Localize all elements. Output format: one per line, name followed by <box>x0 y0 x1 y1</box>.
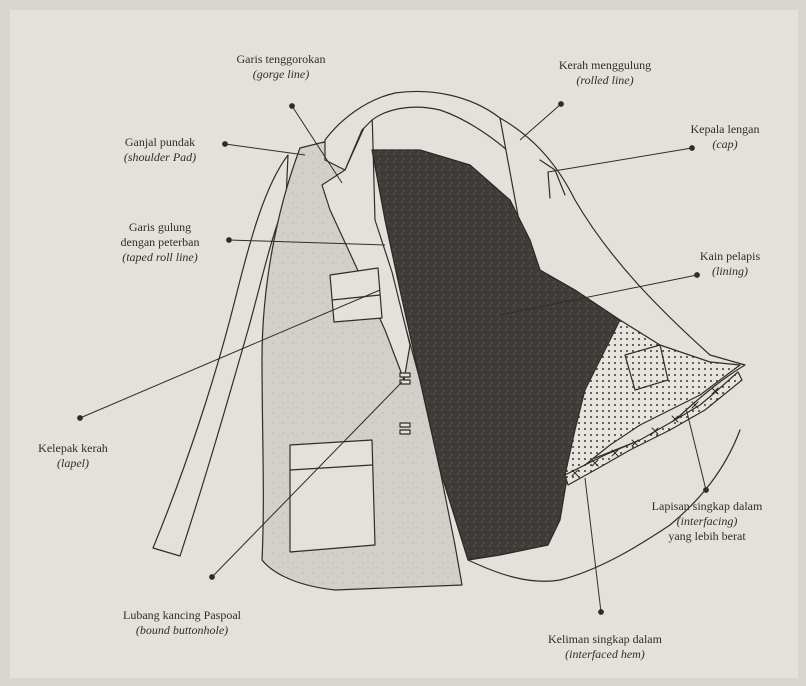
leader-rolled <box>520 104 561 140</box>
label-lining-1: Kain pelapis <box>680 249 780 264</box>
label-rolled-line-2: (rolled line) <box>545 73 665 88</box>
label-interfaced-hem-2: (interfaced hem) <box>530 647 680 662</box>
label-cap-1: Kepala lengan <box>670 122 780 137</box>
label-cap-2: (cap) <box>670 137 780 152</box>
label-interfaced-hem: Keliman singkap dalam (interfaced hem) <box>530 632 680 662</box>
label-cap: Kepala lengan (cap) <box>670 122 780 152</box>
label-bound-buttonhole-1: Lubang kancing Paspoal <box>92 608 272 623</box>
label-lining-2: (lining) <box>680 264 780 279</box>
label-taped-roll-line-2: dengan peterban <box>100 235 220 250</box>
label-interfacing-2: (interfacing) <box>632 514 782 529</box>
label-gorge-line-1: Garis tenggorokan <box>216 52 346 67</box>
label-interfacing-1: Lapisan singkap dalam <box>632 499 782 514</box>
buttonhole-4 <box>400 430 410 434</box>
lower-pocket <box>290 440 375 552</box>
chest-pocket <box>330 268 382 322</box>
label-bound-buttonhole: Lubang kancing Paspoal (bound buttonhole… <box>92 608 272 638</box>
leader-shoulder <box>225 144 305 155</box>
label-rolled-line-1: Kerah menggulung <box>545 58 665 73</box>
label-shoulder-pad: Ganjal pundak (shoulder Pad) <box>100 135 220 165</box>
buttonhole-3 <box>400 423 410 427</box>
label-taped-roll-line-3: (taped roll line) <box>100 250 220 265</box>
label-shoulder-pad-1: Ganjal pundak <box>100 135 220 150</box>
label-bound-buttonhole-2: (bound buttonhole) <box>92 623 272 638</box>
label-taped-roll-line-1: Garis gulung <box>100 220 220 235</box>
label-lapel-2: (lapel) <box>18 456 128 471</box>
label-interfacing: Lapisan singkap dalam (interfacing) yang… <box>632 499 782 544</box>
label-gorge-line-2: (gorge line) <box>216 67 346 82</box>
label-lining: Kain pelapis (lining) <box>680 249 780 279</box>
leader-hem <box>585 478 601 612</box>
label-lapel-1: Kelepak kerah <box>18 441 128 456</box>
label-lapel: Kelepak kerah (lapel) <box>18 441 128 471</box>
buttonhole-1 <box>400 373 410 377</box>
label-gorge-line: Garis tenggorokan (gorge line) <box>216 52 346 82</box>
label-taped-roll-line: Garis gulung dengan peterban (taped roll… <box>100 220 220 265</box>
leader-interfacing <box>686 408 706 490</box>
label-shoulder-pad-2: (shoulder Pad) <box>100 150 220 165</box>
label-interfaced-hem-1: Keliman singkap dalam <box>530 632 680 647</box>
label-rolled-line: Kerah menggulung (rolled line) <box>545 58 665 88</box>
label-interfacing-3: yang lebih berat <box>632 529 782 544</box>
